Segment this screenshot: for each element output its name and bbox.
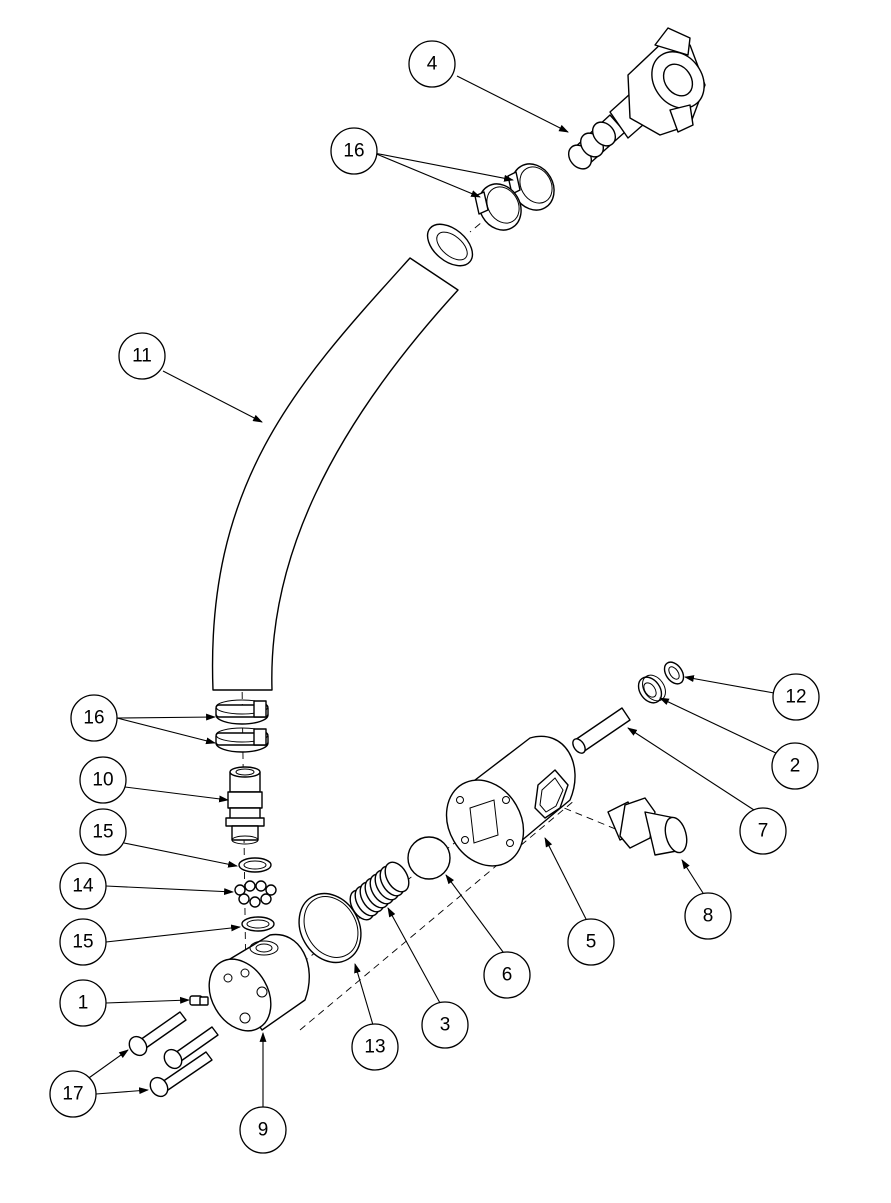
- part-3-spring: [349, 861, 410, 921]
- part-1-grease-fitting: [189, 995, 209, 1006]
- svg-text:8: 8: [703, 906, 714, 927]
- callout-3: 3: [421, 1001, 469, 1049]
- callout-14: 14: [59, 862, 107, 910]
- svg-text:14: 14: [72, 876, 94, 897]
- svg-text:15: 15: [92, 822, 113, 843]
- part-6-ball: [407, 836, 451, 880]
- callout-16-top: 16: [330, 127, 378, 175]
- part-10-barb-fitting: [225, 766, 265, 845]
- part-4-coupler: [567, 27, 706, 170]
- callout-7: 7: [739, 807, 787, 855]
- svg-text:16: 16: [343, 141, 364, 162]
- part-12-retaining-ring: [663, 661, 685, 685]
- callout-15-lower: 15: [59, 918, 107, 966]
- callout-15-upper: 15: [79, 808, 127, 856]
- callout-12: 12: [772, 673, 820, 721]
- part-9-end-block: [208, 933, 310, 1032]
- callout-11: 11: [118, 332, 166, 380]
- svg-text:6: 6: [502, 965, 513, 986]
- callout-8: 8: [684, 892, 732, 940]
- svg-text:5: 5: [586, 932, 597, 953]
- callout-16-lower: 16: [70, 694, 118, 742]
- callout-1: 1: [59, 979, 107, 1027]
- part-7-pin: [572, 707, 631, 754]
- svg-text:9: 9: [258, 1120, 269, 1141]
- part-11-hose: [211, 223, 474, 691]
- callout-6: 6: [483, 951, 531, 999]
- svg-text:1: 1: [78, 993, 89, 1014]
- svg-text:2: 2: [790, 756, 801, 777]
- callout-17: 17: [49, 1070, 97, 1118]
- svg-text:13: 13: [364, 1037, 385, 1058]
- svg-text:10: 10: [92, 770, 113, 791]
- part-5-valve-body: [445, 735, 576, 867]
- callout-4: 4: [408, 40, 456, 88]
- leader-lines: [85, 75, 779, 1108]
- svg-text:15: 15: [72, 932, 93, 953]
- svg-text:16: 16: [83, 708, 104, 729]
- part-17-cap-screws: [128, 1011, 219, 1098]
- svg-text:17: 17: [62, 1084, 83, 1105]
- part-16-lower-clamps: [215, 699, 269, 753]
- svg-text:11: 11: [132, 346, 152, 367]
- svg-text:3: 3: [440, 1015, 451, 1036]
- svg-text:12: 12: [785, 687, 806, 708]
- part-14-ball-bearings: [234, 880, 277, 908]
- callout-10: 10: [79, 756, 127, 804]
- callout-5: 5: [567, 918, 615, 966]
- part-15-oring-upper: [238, 857, 272, 873]
- svg-text:7: 7: [758, 821, 769, 842]
- part-2-washer: [637, 674, 666, 704]
- callout-2: 2: [771, 742, 819, 790]
- part-8-fitting: [607, 797, 688, 856]
- part-15-oring-lower: [241, 916, 275, 932]
- callout-9: 9: [239, 1106, 287, 1154]
- callout-13: 13: [351, 1023, 399, 1071]
- svg-text:4: 4: [427, 54, 438, 75]
- part-16-top-clamps: [474, 163, 555, 231]
